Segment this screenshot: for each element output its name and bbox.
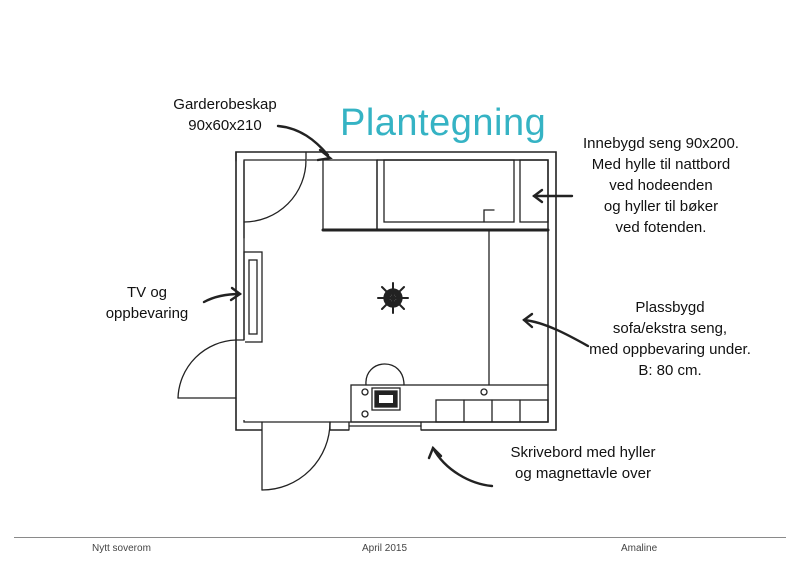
footer-divider [14, 537, 786, 538]
page-title: Plantegning [340, 102, 547, 144]
wardrobe [321, 153, 379, 232]
window-bottom [348, 421, 422, 431]
footer-right: Amaline [621, 543, 658, 554]
desk-label: Skrivebord med hyller og magnettavle ove… [510, 444, 656, 482]
tv-label: TV og oppbevaring [105, 284, 189, 322]
door-top-left [235, 151, 307, 239]
arrow-icon [202, 124, 590, 488]
chair-icon [365, 363, 405, 411]
sofa-label: Plassbygd sofa/ekstra seng, med oppbevar… [589, 299, 751, 379]
ceiling-lamp-icon [377, 282, 409, 314]
sofa-extra-bed [488, 229, 549, 386]
footer-center: April 2015 [362, 543, 408, 554]
wardrobe-label: Garderobeskap 90x60x210 [173, 96, 277, 134]
door-bottom-left [177, 339, 245, 420]
built-in-bed [375, 159, 550, 232]
desk-with-shelves [350, 384, 549, 423]
bed-label: Innebygd seng 90x200. Med hylle til natt… [583, 135, 739, 236]
tv-unit [243, 251, 263, 343]
footer-left: Nytt soverom [92, 543, 151, 554]
door-bottom [261, 421, 331, 491]
